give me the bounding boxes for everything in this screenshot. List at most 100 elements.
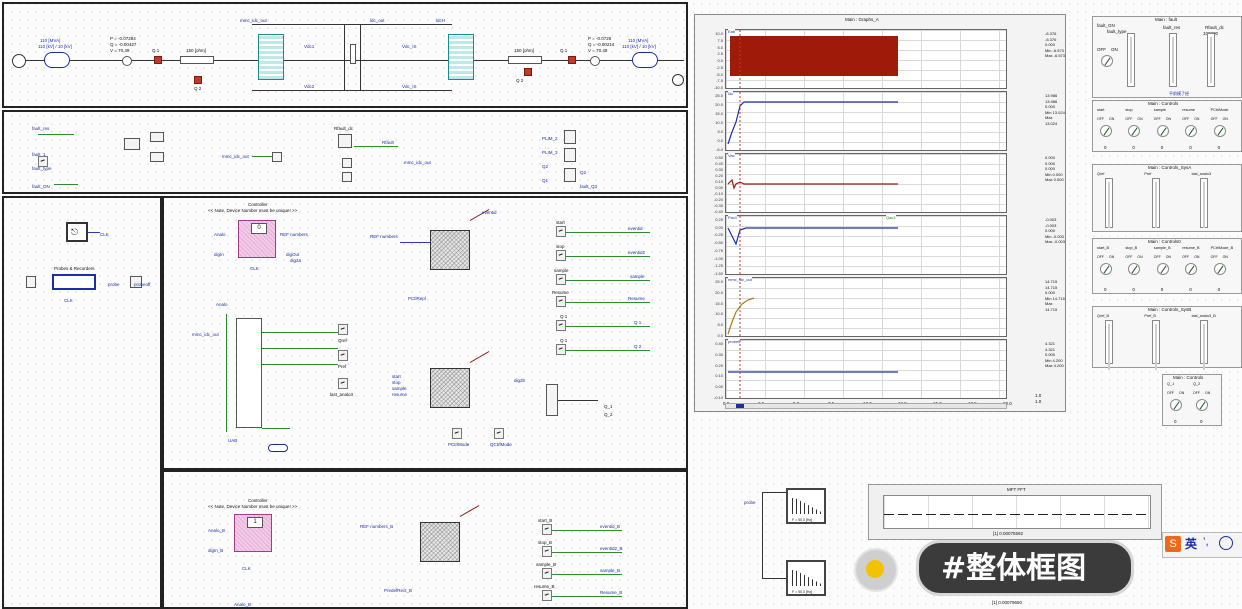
control-toggle-knob[interactable] [1196, 399, 1208, 411]
controller-b-block[interactable]: 1 [234, 514, 272, 552]
schematic-canvas[interactable]: 110 [MVA] 110 [kV] / 10 [kV] P = -0.0728… [0, 0, 690, 609]
dig-mux-block[interactable] [546, 384, 558, 416]
port-q2-switch[interactable] [556, 344, 566, 355]
ac-source-left-icon[interactable] [12, 54, 26, 68]
control-toggle-knob[interactable] [1170, 399, 1182, 411]
portb-resume-switch[interactable] [542, 590, 552, 601]
fault-block-2[interactable] [150, 132, 164, 142]
control-toggle-knob[interactable] [1100, 125, 1112, 137]
output-oval[interactable] [268, 444, 288, 452]
clock-block[interactable]: ⎋ [66, 222, 88, 242]
pctrl-switch[interactable] [452, 428, 462, 439]
controller-b-logic-chip[interactable] [420, 522, 460, 562]
mid-block-2[interactable] [342, 158, 352, 168]
port-stop-switch[interactable] [556, 250, 566, 261]
meter-left-icon[interactable] [122, 56, 132, 66]
breaker-q1-left[interactable] [154, 56, 162, 64]
control-slider[interactable] [1105, 178, 1113, 228]
fault-block-1[interactable] [124, 138, 140, 150]
probe-switch-left[interactable] [26, 276, 36, 288]
line-right-resistor[interactable] [508, 56, 542, 64]
fault-block-3[interactable] [150, 152, 164, 162]
controller-a-block[interactable]: 0 [238, 220, 276, 258]
mid-label-0: mmc_idc_out [222, 154, 249, 159]
ctrl-b-signal-2: Analo_B [234, 602, 252, 607]
control-toggle-knob[interactable] [1185, 125, 1198, 137]
breaker-q2-left[interactable] [194, 76, 202, 84]
control-slider[interactable] [1105, 320, 1113, 370]
mid-block-3[interactable] [342, 172, 352, 182]
fault-type-slider[interactable] [1127, 33, 1135, 87]
control-slider[interactable] [1199, 178, 1208, 228]
fault-gn-knob[interactable] [1101, 55, 1113, 67]
rfault-slider[interactable] [1207, 33, 1215, 87]
graph-2-ytick: 15.0 [715, 111, 723, 116]
graph-panel-1[interactable]: Eab [725, 29, 1007, 89]
fft-block-1-freq: F = 50.0 [Hz] [792, 518, 813, 522]
control-toggle-knob[interactable] [1213, 263, 1226, 275]
rfault-block[interactable] [338, 134, 352, 148]
right-block-2[interactable] [564, 168, 576, 182]
right-label-2: Q2 [542, 164, 549, 169]
probe-label: probe [108, 282, 120, 287]
analog-bus-block[interactable] [236, 318, 262, 428]
graph-panel-3[interactable]: Vac [725, 153, 1007, 213]
line-left-resistor[interactable] [180, 56, 214, 64]
meter-right-icon[interactable] [590, 56, 600, 66]
controller-a-logic-chip-1[interactable] [430, 230, 470, 270]
qref-switch[interactable] [338, 324, 348, 335]
graph-panel-6[interactable]: probeit [725, 339, 1007, 399]
mmc-left-converter[interactable] [258, 34, 284, 80]
control-item-label: resume_B [1182, 246, 1200, 250]
control-slider[interactable] [1152, 178, 1161, 228]
fault-switch[interactable] [38, 156, 48, 167]
transformer-left-icon[interactable] [44, 52, 70, 68]
port-start-switch[interactable] [556, 226, 566, 237]
control-toggle-knob[interactable] [1185, 263, 1198, 275]
probes-recorder-block[interactable] [52, 274, 96, 290]
control-toggle-knob[interactable] [1156, 263, 1169, 275]
graph-panel-5[interactable]: mmc_idc_out [725, 277, 1007, 337]
ime-toolbar[interactable]: S 英 ’, [1162, 532, 1242, 558]
pref-switch[interactable] [338, 350, 348, 361]
transformer-right-icon[interactable] [632, 52, 658, 68]
control-toggle-knob[interactable] [1100, 263, 1112, 275]
portb-start-switch[interactable] [542, 524, 552, 535]
right-block-0[interactable] [564, 130, 576, 144]
portb-sample-switch[interactable] [542, 568, 552, 579]
graph-scrollbar[interactable] [725, 403, 1007, 409]
mmc-right-converter[interactable] [448, 34, 474, 80]
port-resume-switch[interactable] [556, 296, 566, 307]
fft-block-1[interactable]: F = 50.0 [Hz] [786, 488, 826, 524]
portb-stop-switch[interactable] [542, 546, 552, 557]
ctrl-a-out-q2: Q 2 [634, 344, 642, 349]
right-block-1[interactable] [564, 148, 576, 162]
graph-panel-2[interactable]: Idc [725, 91, 1007, 151]
qctrl-switch[interactable] [494, 428, 504, 439]
port-sample-switch[interactable] [556, 274, 566, 285]
analo3-switch[interactable] [338, 378, 348, 389]
breaker-q2-right[interactable] [524, 68, 532, 76]
graph-scroll-thumb[interactable] [736, 404, 744, 408]
ctrl-b-port-0: start_B [538, 518, 553, 523]
breaker-q1-right[interactable] [568, 56, 576, 64]
control-slider[interactable] [1199, 320, 1208, 370]
control-toggle-knob[interactable] [1213, 125, 1226, 137]
probe-switch-right[interactable] [130, 276, 142, 288]
analo3-wire [262, 364, 338, 365]
controller-a-logic-chip-2[interactable] [430, 368, 470, 408]
overlay-dot-button[interactable] [854, 548, 898, 592]
ac-source-right-icon[interactable] [672, 74, 684, 86]
overlay-tag-pill[interactable]: #整体框图 [916, 540, 1134, 596]
fault-res-slider[interactable] [1169, 33, 1177, 87]
fft-block-2[interactable]: F = 50.0 [Hz] [786, 560, 826, 596]
mid-block-0[interactable] [272, 152, 282, 162]
control-toggle-knob[interactable] [1156, 125, 1169, 137]
port-q1-switch[interactable] [556, 320, 566, 331]
control-toggle-knob[interactable] [1128, 125, 1141, 137]
dc-fault-resistor[interactable] [350, 44, 356, 64]
control-toggle-knob[interactable] [1128, 263, 1141, 275]
control-slider[interactable] [1152, 320, 1161, 370]
